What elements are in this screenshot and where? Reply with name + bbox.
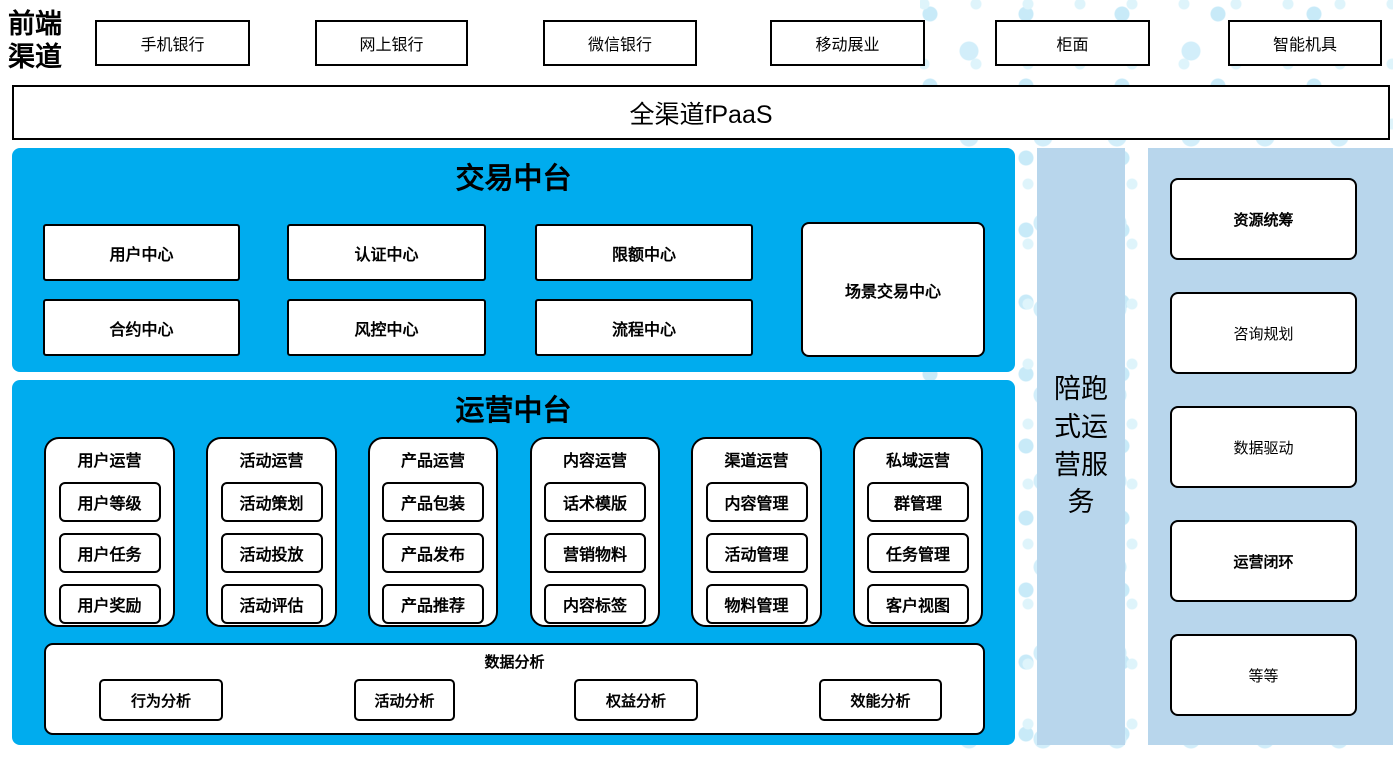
ops-item: 物料管理 bbox=[705, 584, 808, 624]
channel-box-mobile-banking: 手机银行 bbox=[95, 20, 250, 66]
channel-box-online-banking: 网上银行 bbox=[315, 20, 468, 66]
ops-column-header: 渠道运营 bbox=[724, 453, 789, 470]
ops-column-private-domain-ops: 私域运营 群管理 任务管理 客户视图 bbox=[853, 437, 983, 627]
channel-box-wechat-banking: 微信银行 bbox=[543, 20, 697, 66]
ops-item: 用户任务 bbox=[58, 533, 161, 573]
ops-item: 用户等级 bbox=[58, 482, 161, 522]
ops-item: 群管理 bbox=[867, 482, 969, 522]
ops-item: 产品包装 bbox=[382, 482, 484, 522]
ops-column-content-ops: 内容运营 话术模版 营销物料 内容标签 bbox=[530, 437, 660, 627]
channel-box-mobile-sales: 移动展业 bbox=[770, 20, 925, 66]
trade-platform-title: 交易中台 bbox=[455, 163, 572, 195]
analysis-box-activity: 活动分析 bbox=[354, 679, 455, 721]
trade-platform-block: 交易中台 用户中心 认证中心 限额中心 合约中心 风控中心 流程中心 场景交易中… bbox=[12, 148, 1015, 372]
right-services-panel: 资源统筹 咨询规划 数据驱动 运营闭环 等等 bbox=[1148, 148, 1393, 745]
trade-box-scenario-trade-center: 场景交易中心 bbox=[801, 222, 985, 357]
ops-item: 活动管理 bbox=[705, 533, 808, 573]
analysis-box-efficiency: 效能分析 bbox=[819, 679, 942, 721]
companion-service-bar: 陪跑式运营服务 bbox=[1037, 148, 1125, 745]
ops-column-channel-ops: 渠道运营 内容管理 活动管理 物料管理 bbox=[691, 437, 822, 627]
ops-item: 活动策划 bbox=[220, 482, 323, 522]
data-analysis-panel: 数据分析 行为分析 活动分析 权益分析 效能分析 bbox=[44, 643, 985, 735]
ops-item: 客户视图 bbox=[867, 584, 969, 624]
channel-box-counter: 柜面 bbox=[995, 20, 1150, 66]
ops-item: 产品发布 bbox=[382, 533, 484, 573]
ops-item: 活动投放 bbox=[220, 533, 323, 573]
channel-label: 智能机具 bbox=[1272, 37, 1337, 54]
ops-column-header: 产品运营 bbox=[400, 453, 465, 470]
channel-label: 网上银行 bbox=[359, 37, 424, 54]
trade-box-risk-center: 风控中心 bbox=[287, 299, 486, 356]
channel-label: 移动展业 bbox=[815, 37, 880, 54]
ops-column-product-ops: 产品运营 产品包装 产品发布 产品推荐 bbox=[368, 437, 498, 627]
ops-item: 任务管理 bbox=[867, 533, 969, 573]
ops-item: 内容标签 bbox=[544, 584, 646, 624]
service-box-data-driven: 数据驱动 bbox=[1170, 406, 1357, 488]
front-channels-label: 前端渠道 bbox=[8, 9, 62, 72]
ops-item: 营销物料 bbox=[544, 533, 646, 573]
ops-platform-title: 运营中台 bbox=[455, 395, 572, 427]
channel-box-smart-devices: 智能机具 bbox=[1228, 20, 1382, 66]
omni-channel-fpaas-bar: 全渠道fPaaS bbox=[12, 85, 1390, 140]
ops-item: 活动评估 bbox=[220, 584, 323, 624]
trade-box-user-center: 用户中心 bbox=[43, 224, 240, 281]
service-box-resource-coordination: 资源统筹 bbox=[1170, 178, 1357, 260]
service-box-etc: 等等 bbox=[1170, 634, 1357, 716]
ops-item: 内容管理 bbox=[705, 482, 808, 522]
trade-box-contract-center: 合约中心 bbox=[43, 299, 240, 356]
trade-box-process-center: 流程中心 bbox=[535, 299, 753, 356]
ops-item: 产品推荐 bbox=[382, 584, 484, 624]
ops-platform-block: 运营中台 用户运营 用户等级 用户任务 用户奖励 活动运营 活动策划 活动投放 … bbox=[12, 380, 1015, 745]
trade-box-auth-center: 认证中心 bbox=[287, 224, 486, 281]
ops-item: 话术模版 bbox=[544, 482, 646, 522]
ops-column-header: 活动运营 bbox=[239, 453, 304, 470]
ops-column-header: 用户运营 bbox=[77, 453, 142, 470]
ops-column-activity-ops: 活动运营 活动策划 活动投放 活动评估 bbox=[206, 437, 337, 627]
ops-item: 用户奖励 bbox=[58, 584, 161, 624]
channel-label: 微信银行 bbox=[587, 37, 652, 54]
service-box-ops-closed-loop: 运营闭环 bbox=[1170, 520, 1357, 602]
ops-column-user-ops: 用户运营 用户等级 用户任务 用户奖励 bbox=[44, 437, 175, 627]
channel-label: 手机银行 bbox=[140, 37, 205, 54]
companion-service-label: 陪跑式运营服务 bbox=[1054, 373, 1108, 518]
fpaas-label: 全渠道fPaaS bbox=[629, 100, 773, 129]
trade-box-limit-center: 限额中心 bbox=[535, 224, 753, 281]
service-box-consulting-planning: 咨询规划 bbox=[1170, 292, 1357, 374]
channel-label: 柜面 bbox=[1056, 37, 1089, 54]
ops-column-header: 内容运营 bbox=[562, 453, 627, 470]
analysis-box-behavior: 行为分析 bbox=[99, 679, 223, 721]
ops-column-header: 私域运营 bbox=[885, 453, 950, 470]
data-analysis-title: 数据分析 bbox=[484, 654, 545, 671]
analysis-box-rights: 权益分析 bbox=[574, 679, 698, 721]
